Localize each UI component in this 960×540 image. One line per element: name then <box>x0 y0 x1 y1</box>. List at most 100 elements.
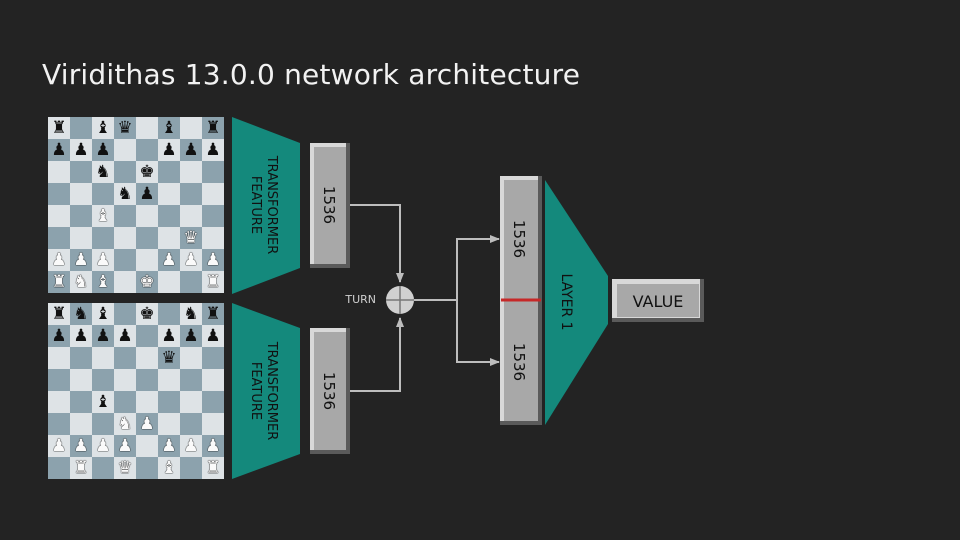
black-piece-icon: ♛ <box>161 348 177 368</box>
board-square: ♞ <box>70 271 92 293</box>
board-square: ♜ <box>48 271 70 293</box>
black-piece-icon: ♟ <box>117 326 133 346</box>
board-square: ♟ <box>180 435 202 457</box>
black-piece-icon: ♚ <box>139 162 155 182</box>
concat-size-label-top: 1536 <box>510 220 528 258</box>
board-square: ♟ <box>48 435 70 457</box>
board-square: ♟ <box>114 325 136 347</box>
white-piece-icon: ♝ <box>161 458 177 478</box>
board-square <box>136 347 158 369</box>
board-square: ♞ <box>114 183 136 205</box>
white-piece-icon: ♜ <box>73 458 89 478</box>
board-square <box>202 391 224 413</box>
black-piece-icon: ♝ <box>95 392 111 412</box>
board-square: ♝ <box>158 457 180 479</box>
white-piece-icon: ♟ <box>205 436 221 456</box>
black-piece-icon: ♟ <box>161 140 177 160</box>
board-square <box>180 413 202 435</box>
black-piece-icon: ♟ <box>95 326 111 346</box>
white-piece-icon: ♝ <box>95 206 111 226</box>
board-square <box>92 183 114 205</box>
board-square: ♟ <box>158 249 180 271</box>
board-square <box>92 369 114 391</box>
white-piece-icon: ♟ <box>51 436 67 456</box>
black-piece-icon: ♝ <box>95 304 111 324</box>
accumulator-bottom: 1536 <box>310 328 350 454</box>
white-piece-icon: ♟ <box>95 250 111 270</box>
board-square: ♚ <box>136 271 158 293</box>
board-square <box>114 391 136 413</box>
arrow-bottom-to-turn <box>350 317 404 392</box>
black-piece-icon: ♞ <box>73 304 89 324</box>
white-piece-icon: ♟ <box>51 250 67 270</box>
black-piece-icon: ♟ <box>73 140 89 160</box>
black-piece-icon: ♞ <box>183 304 199 324</box>
board-square: ♝ <box>92 205 114 227</box>
turn-label: TURN <box>344 293 376 306</box>
board-square: ♟ <box>180 139 202 161</box>
board-square <box>180 369 202 391</box>
board-square <box>70 413 92 435</box>
black-piece-icon: ♟ <box>139 184 155 204</box>
board-square <box>158 183 180 205</box>
board-square: ♟ <box>70 249 92 271</box>
board-square <box>136 457 158 479</box>
board-square: ♝ <box>92 271 114 293</box>
black-piece-icon: ♜ <box>205 304 221 324</box>
board-square <box>158 369 180 391</box>
board-square: ♟ <box>70 325 92 347</box>
chess-board-bottom: ♜♞♝♚♞♜♟♟♟♟♟♟♟♛♝♞♟♟♟♟♟♟♟♟♜♛♝♜ <box>48 303 224 479</box>
board-square <box>70 205 92 227</box>
white-piece-icon: ♟ <box>117 436 133 456</box>
board-square <box>180 117 202 139</box>
board-square: ♞ <box>70 303 92 325</box>
board-square <box>136 435 158 457</box>
board-square: ♜ <box>202 117 224 139</box>
board-square <box>180 205 202 227</box>
board-square: ♟ <box>202 435 224 457</box>
board-square <box>158 391 180 413</box>
feature-transformer-label-line1: FEATURE <box>248 362 263 420</box>
board-square: ♛ <box>114 457 136 479</box>
board-square <box>70 391 92 413</box>
accumulator-size-label: 1536 <box>320 186 338 224</box>
board-square <box>48 369 70 391</box>
feature-transformer-label-line1: FEATURE <box>248 176 263 234</box>
board-square: ♟ <box>136 183 158 205</box>
board-square <box>70 117 92 139</box>
board-square <box>114 271 136 293</box>
board-square: ♟ <box>180 249 202 271</box>
board-square <box>48 347 70 369</box>
white-piece-icon: ♞ <box>73 272 89 292</box>
board-square: ♟ <box>70 139 92 161</box>
concat-size-label-bottom: 1536 <box>510 343 528 381</box>
board-square: ♟ <box>48 249 70 271</box>
board-square <box>92 347 114 369</box>
board-square <box>70 347 92 369</box>
board-square <box>48 391 70 413</box>
board-square <box>114 227 136 249</box>
white-piece-icon: ♟ <box>161 250 177 270</box>
feature-transformer-top: FEATURE TRANSFORMER <box>232 117 300 294</box>
arrow-turn-to-concat-top <box>414 235 500 301</box>
white-piece-icon: ♜ <box>205 272 221 292</box>
board-square <box>136 391 158 413</box>
board-square: ♟ <box>136 413 158 435</box>
board-square <box>48 227 70 249</box>
white-piece-icon: ♟ <box>183 436 199 456</box>
page-title: Viridithas 13.0.0 network architecture <box>42 58 581 91</box>
board-square <box>180 271 202 293</box>
feature-transformer-label-line2: TRANSFORMER <box>264 341 279 441</box>
white-piece-icon: ♝ <box>95 272 111 292</box>
board-square: ♟ <box>202 139 224 161</box>
board-square: ♟ <box>92 249 114 271</box>
board-square <box>158 413 180 435</box>
board-square: ♚ <box>136 303 158 325</box>
value-output: VALUE <box>612 279 704 322</box>
feature-transformer-label-line2: TRANSFORMER <box>264 155 279 255</box>
board-square <box>114 347 136 369</box>
board-square: ♛ <box>180 227 202 249</box>
board-square <box>202 369 224 391</box>
layer-1-label: LAYER 1 <box>558 273 574 330</box>
